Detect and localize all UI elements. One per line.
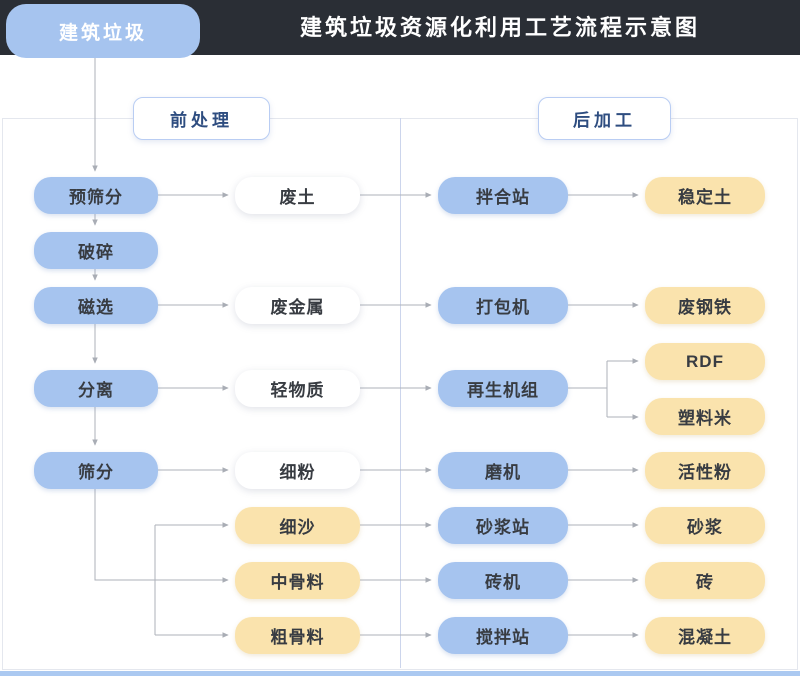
section-label-pre-processing: 前处理 xyxy=(133,97,270,140)
section-divider-line xyxy=(400,118,401,668)
page-title: 建筑垃圾资源化利用工艺流程示意图 xyxy=(299,15,700,40)
root-node-label: 建筑垃圾 xyxy=(58,22,147,44)
root-node-construction-waste: 建筑垃圾 xyxy=(6,4,200,58)
footer-strip xyxy=(0,671,800,676)
section-label-post-processing: 后加工 xyxy=(538,97,671,140)
